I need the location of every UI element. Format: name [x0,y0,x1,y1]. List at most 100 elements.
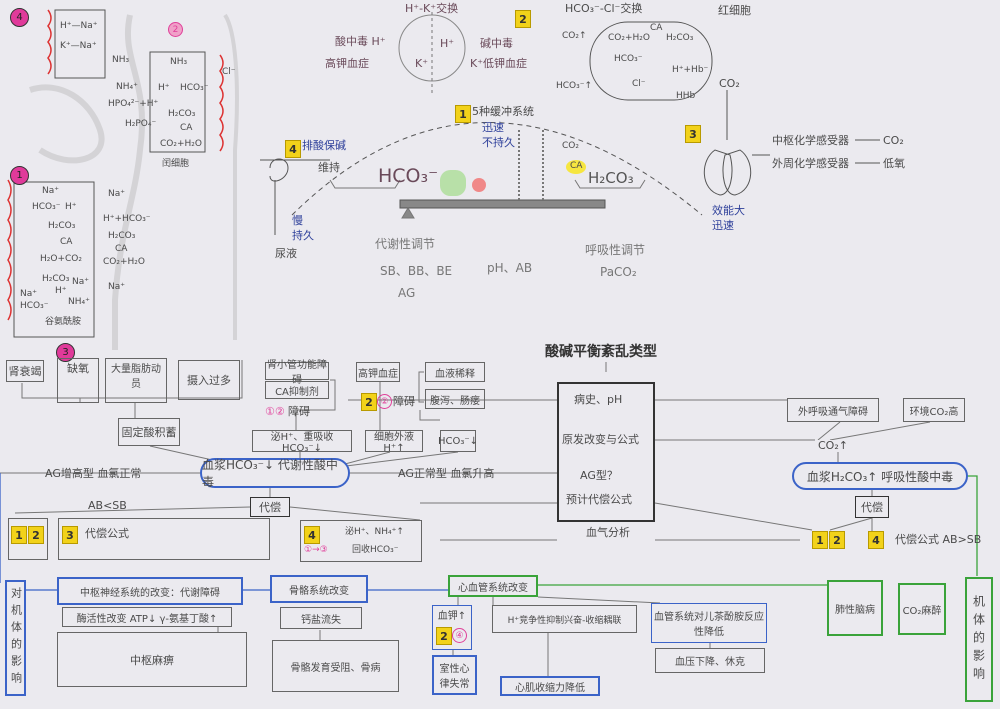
h-ion: H⁺ [158,83,170,93]
h-secretion-decrease: 泌H⁺、重吸收HCO₃⁻↓ [252,430,352,454]
h2po4: H₂PO₄⁻ [125,119,157,129]
vascular-catecholamine-response: 血管系统对儿茶酚胺反应性降低 [651,603,767,643]
alkalosis: 碱中毒 [480,37,513,50]
step-2-marker: 2 [168,22,183,37]
chloride: Cl⁻ [222,67,236,77]
bone-development-disorder: 骨骼发育受阻、骨病 [272,640,399,692]
step-3-marker: 3 [56,343,75,362]
cause-excess-intake: 摄入过多 [178,360,240,400]
resp-rapid: 迅速 [712,219,734,232]
intercalated-cell-label: 闰细胞 [162,159,190,169]
cause-hypoxia: 缺氧 [57,358,99,403]
hyperkalemia: 高钾血症 [325,57,369,70]
ab-less-sb: AB<SB [88,499,127,512]
compensation-box: 代偿 [250,497,290,517]
analysis-primary-change: 原发改变与公式 [562,433,639,446]
badge-resp-1: 1 [812,531,828,549]
p1-h2co3-lumen: H₂CO₃ [108,231,136,241]
comp-formula: 代偿公式 [85,527,129,540]
renal-regulation: 排酸保碱 [302,139,346,152]
ca-sun-icon: CA [566,160,587,174]
diarrhea-fistula: 腹泻、肠瘘 [425,389,485,409]
rbc-label: 红细胞 [718,4,751,17]
ca-inhibitor: CA抑制剂 [265,381,329,399]
respiratory-acidosis-title: 血浆H₂CO₃↑ 呼吸性酸中毒 [792,462,968,490]
blood-gas-analysis: 血气分析 [583,526,633,540]
cause-renal-failure: 肾衰竭 [6,360,44,382]
hypokalemia: K⁺低钾血症 [470,57,528,70]
central-stimulus: CO₂ [883,134,904,147]
badge-2-hyperk: 2 [361,393,377,411]
nh3-left: NH₃ [112,55,130,65]
ph-ab: pH、AB [487,261,533,275]
ecf-h-increase: 细胞外液H⁺↑ [365,430,423,454]
rbc-hhb: HHb [676,91,696,101]
rbc-h-hb: H⁺+Hb⁻ [672,65,709,75]
rbc-co2-up: CO₂↑ [562,31,587,41]
rbc-ca: CA [650,23,663,33]
skeletal-changes: 骨骼系统改变 [270,575,368,603]
apple-icon [472,178,486,192]
contractility-decrease: 心肌收缩力降低 [500,676,600,696]
badge-3: 3 [685,125,701,143]
comp-renal-box [300,520,422,562]
badge-comp-1: 1 [11,526,27,544]
h2co3: H₂CO₃ [168,109,196,119]
blood-dilution: 血液稀释 [425,362,485,382]
step-2-hyperk: ② [377,394,392,409]
calcium-loss: 钙盐流失 [280,607,362,629]
effects-on-body-left: 对机体的影响 [5,580,26,696]
nh4: NH₄⁺ [116,82,138,92]
p3-na-left: Na⁺ [20,289,37,299]
comp-1-2-box [8,518,48,560]
nh3-right: NH₃ [170,57,188,67]
metabolic-acidosis-title: 血浆HCO₃⁻↓ 代谢性酸中毒 [200,458,350,489]
badge-comp-2: 2 [28,526,44,544]
p1-ca: CA [60,237,73,247]
renal-lasting: 持久 [292,229,314,242]
glutamine: 谷氨酰胺 [45,317,82,327]
p3-nh4: NH₄⁺ [68,297,90,307]
badge-k-2: 2 [436,627,452,645]
p1-ca-lumen: CA [115,244,128,254]
ventilation-disorder: 外呼吸通气障碍 [787,398,879,422]
hco3-big: HCO₃⁻ [378,165,439,187]
buffer-co2: CO₂ [562,141,579,151]
renal-slow: 慢 [292,214,303,227]
badge-4: 4 [285,140,301,158]
hpo4: HPO₄²⁻+H⁺ [108,99,159,109]
buffer-fast: 迅速 [482,121,504,134]
hyperkalemia-box: 高钾血症 [356,362,400,382]
p1-h-hco3: H⁺+HCO₃⁻ [103,214,151,224]
p3-h2co3: H₂CO₃ [42,274,70,284]
analysis-steps-box [557,382,655,522]
peripheral-chemoreceptor: 外周化学感受器 [772,157,849,170]
badge-resp-2: 2 [829,531,845,549]
hk-exchange-title: H⁺-K⁺交换 [405,2,459,15]
enzyme-activity: 酶活性改变 ATP↓ γ-氨基丁酸↑ [62,607,232,627]
p1-na-lumen: Na⁺ [108,189,125,199]
p1-na: Na⁺ [42,186,59,196]
cardiovascular-changes: 心血管系统改变 [448,575,538,597]
ca-enzyme: CA [180,123,193,133]
effects-on-body-right: 机体的影响 [965,577,993,702]
rbc-co2-h2o: CO₂+H₂O [608,33,650,43]
h-na-exchange: H⁺—Na⁺ [60,21,98,31]
analysis-expected-comp: 预计代偿公式 [566,493,632,506]
comp-formula-box [58,518,270,560]
resp-effective: 效能大 [712,204,745,217]
co2-increase: CO₂↑ [818,439,848,453]
step-k-4: ④ [452,628,467,643]
cabbage-icon [440,170,466,196]
cns-changes: 中枢神经系统的改变：代谢障碍 [57,577,243,605]
cns-paralysis: 中枢麻痹 [57,632,247,687]
analysis-history-ph: 病史、pH [574,393,623,406]
ag-high-type: AG增高型 血氯正常 [45,467,142,480]
protein-chain-icon [518,130,544,200]
paco2: PaCO₂ [600,265,637,279]
steps-1-to-3: ①→③ [304,545,328,555]
resp-compensation-box: 代偿 [855,496,889,518]
environment-co2-high: 环境CO₂高 [903,398,965,422]
cause-fat-mobilization: 大量脂肪动员 [105,358,167,403]
respiratory-regulation: 呼吸性调节 [585,243,646,257]
